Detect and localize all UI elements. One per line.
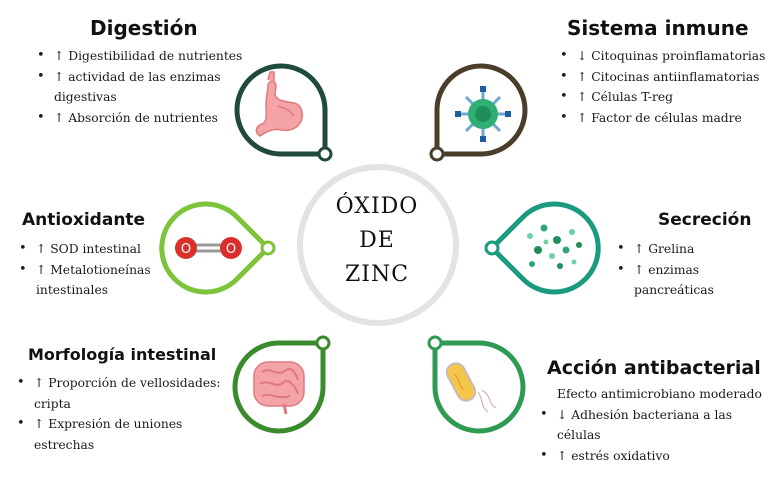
svg-text:O: O — [226, 242, 236, 257]
section-title-digestion: Digestión — [90, 16, 198, 40]
list-item: células — [557, 428, 601, 442]
inmune-badge — [429, 63, 528, 162]
list-inmune: ↓ Citoquinas proinflamatorias ↑ Citocina… — [557, 46, 772, 128]
list-item: ↑ Digestibilidad de nutrientes — [34, 46, 264, 67]
stomach-icon — [255, 71, 303, 137]
section-title-antioxidante: Antioxidante — [22, 210, 146, 230]
list-item: ↑ SOD intestinal — [16, 239, 166, 260]
list-antioxidante: ↑ SOD intestinal ↑ Metalotioneínas intes… — [16, 239, 166, 301]
list-morfologia: ↑ Proporción de vellosidades: cripta ↑ E… — [14, 373, 242, 455]
svg-text:O: O — [181, 242, 191, 257]
section-title-antibacterial: Acción antibacterial — [547, 357, 761, 379]
section-title-morfologia: Morfología intestinal — [28, 345, 217, 364]
list-secrecion: ↑ Grelina ↑ enzimas pancreáticas — [614, 239, 776, 301]
center-line-1: ÓXIDO — [335, 194, 419, 219]
list-item: ↓ Citoquinas proinflamatorias — [557, 46, 772, 67]
section-title-secrecion: Secreción — [658, 210, 752, 230]
center-circle — [297, 164, 459, 326]
immune-cell-icon — [455, 86, 511, 142]
section-morfologia: Morfología intestinal ↑ Proporción de ve… — [14, 345, 242, 455]
list-antibacterial: Efecto antimicrobiano moderado ↓ Adhesió… — [537, 384, 775, 466]
center-line-2: DE — [359, 228, 395, 253]
section-digestion: Digestión ↑ Digestibilidad de nutrientes… — [34, 16, 264, 128]
list-item: ↑ Células T-reg — [557, 87, 772, 108]
section-antibacterial: Acción antibacterial Efecto antimicrobia… — [537, 357, 775, 466]
center-label: ÓXIDO DE ZINC — [302, 190, 452, 292]
oxygen-molecule-icon: O O — [175, 237, 242, 259]
list-item: ↑ Absorción de nutrientes — [34, 108, 264, 129]
list-item: ↑ actividad de las enzimas — [34, 67, 264, 88]
list-item: ↑ Expresión de uniones estrechas — [14, 414, 242, 455]
list-item: ↑ Metalotioneínas — [16, 260, 166, 281]
list-digestion: ↑ Digestibilidad de nutrientes ↑ activid… — [34, 46, 264, 128]
list-item: ↑ Factor de células madre — [557, 108, 772, 129]
list-item: ↑ Proporción de vellosidades: — [14, 373, 242, 394]
list-item: ↑ Citocinas antiinflamatorias — [557, 67, 772, 88]
morfologia-badge — [232, 335, 331, 434]
section-title-inmune: Sistema inmune — [567, 16, 749, 40]
antioxidante-badge: O O — [159, 201, 276, 295]
list-item: Efecto antimicrobiano moderado — [557, 387, 762, 401]
section-secrecion: Secreción ↑ Grelina ↑ enzimas pancreátic… — [614, 210, 776, 301]
list-item: ↓ Adhesión bacteriana a las — [537, 405, 775, 426]
secrecion-badge — [484, 201, 601, 295]
list-item: intestinales — [36, 283, 109, 297]
granules-icon — [527, 224, 582, 269]
intestine-icon — [253, 361, 305, 415]
list-item: cripta — [34, 396, 71, 411]
list-item: digestivas — [54, 90, 117, 104]
list-item: ↑ Grelina — [614, 239, 776, 260]
section-antioxidante: Antioxidante ↑ SOD intestinal ↑ Metaloti… — [16, 210, 166, 301]
section-inmune: Sistema inmune ↓ Citoquinas proinflamato… — [557, 16, 772, 128]
bacterium-icon — [445, 362, 497, 413]
antibacterial-badge — [427, 335, 526, 434]
list-item: ↑ estrés oxidativo — [537, 446, 775, 467]
center-line-3: ZINC — [344, 262, 410, 287]
list-item: ↑ enzimas pancreáticas — [614, 260, 776, 301]
